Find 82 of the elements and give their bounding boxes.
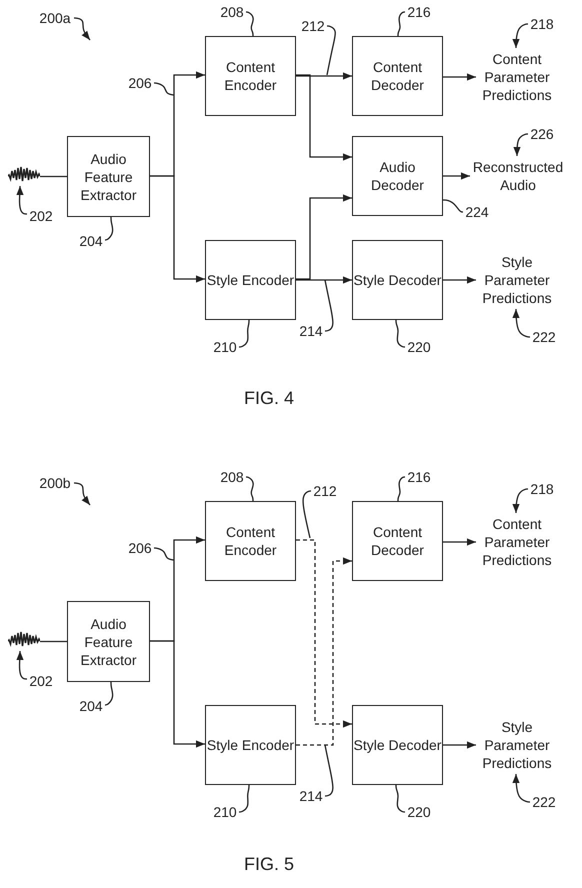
leader-line bbox=[154, 82, 174, 96]
box-label: Style Encoder bbox=[206, 271, 294, 289]
arrow bbox=[443, 741, 476, 749]
leader-line bbox=[513, 133, 528, 156]
leader-line bbox=[74, 17, 90, 40]
leader-line bbox=[512, 488, 528, 513]
figure-label: FIG. 4 bbox=[244, 388, 294, 409]
reference-numeral: 222 bbox=[532, 329, 556, 345]
process-box bbox=[352, 36, 443, 116]
reference-numeral: 202 bbox=[29, 673, 53, 689]
arrow bbox=[296, 276, 352, 284]
process-box bbox=[205, 705, 296, 785]
process-box bbox=[205, 36, 296, 116]
arrow bbox=[443, 172, 470, 180]
reference-numeral: 204 bbox=[79, 698, 103, 714]
reference-numeral: 206 bbox=[128, 75, 152, 91]
process-box bbox=[67, 136, 150, 217]
arrow bbox=[296, 74, 352, 161]
reference-numeral: 200b bbox=[39, 475, 71, 491]
output-label: Content Parameter Predictions bbox=[481, 50, 553, 104]
box-label: Content Encoder bbox=[223, 523, 278, 559]
leader-line bbox=[512, 23, 528, 48]
reference-numeral: 218 bbox=[530, 16, 554, 32]
reference-numeral: 214 bbox=[299, 788, 323, 804]
box-label: Audio Decoder bbox=[370, 158, 425, 194]
reference-numeral: 226 bbox=[530, 126, 554, 142]
box-label: Style Decoder bbox=[354, 271, 442, 289]
leader-line bbox=[395, 785, 406, 813]
box-label: Style Encoder bbox=[206, 736, 294, 754]
reference-numeral: 200a bbox=[39, 10, 71, 26]
reference-numeral: 220 bbox=[407, 804, 431, 820]
arrow bbox=[296, 194, 352, 280]
reference-numeral: 224 bbox=[465, 204, 489, 220]
reference-numeral: 222 bbox=[532, 794, 556, 810]
arrow bbox=[443, 538, 476, 546]
output-label: Style Parameter Predictions bbox=[481, 253, 553, 307]
reference-numeral: 208 bbox=[220, 4, 244, 20]
leader-line bbox=[443, 199, 464, 213]
process-box bbox=[352, 501, 443, 581]
box-label: Content Decoder bbox=[370, 58, 425, 94]
box-label: Content Decoder bbox=[370, 523, 425, 559]
box-label: Audio Feature Extractor bbox=[79, 150, 138, 204]
reference-numeral: 206 bbox=[128, 540, 152, 556]
process-box bbox=[205, 240, 296, 320]
reference-numeral: 216 bbox=[407, 469, 431, 485]
reference-numeral: 216 bbox=[407, 4, 431, 20]
reference-numeral: 218 bbox=[530, 481, 554, 497]
arrow bbox=[443, 276, 476, 284]
reference-numeral: 212 bbox=[301, 18, 325, 34]
arrow bbox=[296, 557, 352, 746]
output-label: Reconstructed Audio bbox=[472, 158, 564, 194]
process-box bbox=[352, 240, 443, 320]
leader-line bbox=[397, 11, 406, 36]
figure-label: FIG. 5 bbox=[244, 854, 294, 875]
output-label: Style Parameter Predictions bbox=[481, 718, 553, 772]
reference-numeral: 208 bbox=[220, 469, 244, 485]
box-label: Content Encoder bbox=[223, 58, 278, 94]
reference-numeral: 202 bbox=[29, 208, 53, 224]
reference-numeral: 204 bbox=[79, 233, 103, 249]
leader-line bbox=[74, 482, 90, 506]
process-box bbox=[352, 136, 443, 216]
output-label: Content Parameter Predictions bbox=[481, 515, 553, 569]
reference-numeral: 212 bbox=[313, 483, 337, 499]
process-box bbox=[352, 705, 443, 785]
arrow bbox=[150, 640, 205, 748]
arrow bbox=[443, 73, 476, 81]
arrow bbox=[296, 72, 352, 80]
arrow bbox=[150, 175, 205, 283]
leader-line bbox=[395, 320, 406, 348]
process-box bbox=[205, 501, 296, 581]
reference-numeral: 210 bbox=[213, 804, 237, 820]
reference-numeral: 210 bbox=[213, 339, 237, 355]
box-label: Audio Feature Extractor bbox=[79, 614, 138, 668]
leader-line bbox=[512, 309, 530, 338]
leader-line bbox=[154, 547, 174, 561]
arrow bbox=[296, 539, 352, 728]
box-label: Style Decoder bbox=[354, 736, 442, 754]
reference-numeral: 214 bbox=[299, 323, 323, 339]
reference-numeral: 220 bbox=[407, 339, 431, 355]
leader-line bbox=[397, 476, 406, 501]
leader-line bbox=[512, 774, 530, 803]
process-box bbox=[67, 601, 150, 682]
